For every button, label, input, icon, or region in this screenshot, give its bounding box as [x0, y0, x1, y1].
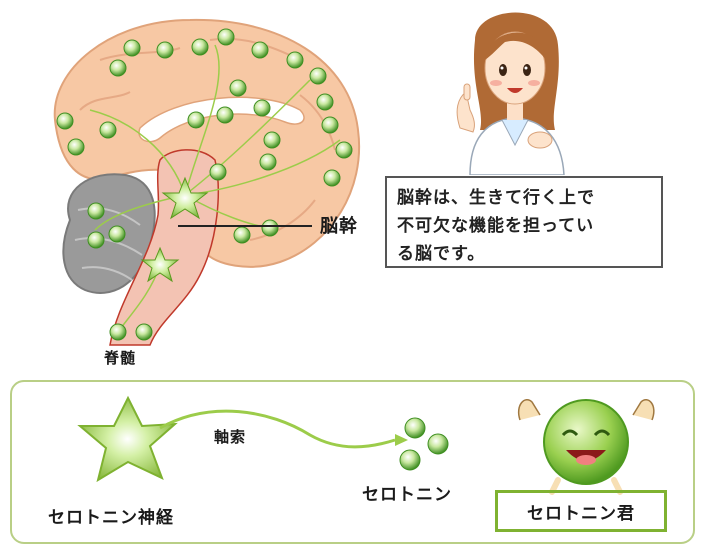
neuron-dot: [316, 93, 334, 111]
neuron-dot: [67, 138, 85, 156]
raphe-star-icon: [140, 246, 180, 283]
neuron-dot: [309, 67, 327, 85]
neuron-dot: [99, 121, 117, 139]
neuron-dot: [109, 59, 127, 77]
neuron-dot: [229, 79, 247, 97]
neuron-dot: [156, 41, 174, 59]
neuron-dot: [108, 225, 126, 243]
serotonin-neuron-star-icon: [77, 395, 178, 483]
spinal-cord-label: 脊髄: [104, 349, 137, 367]
neuron-dot: [187, 111, 205, 129]
neuron-dot: [191, 38, 209, 56]
teacher-illustration: [456, 12, 565, 175]
neuron-dot: [135, 323, 153, 341]
axon-arrow: [159, 409, 396, 449]
neuron-dot: [217, 28, 235, 46]
neuron-dot: [87, 231, 105, 249]
speech-line-1: 脳幹は、生きて行く上で: [397, 188, 595, 208]
neuron-dot: [56, 112, 74, 130]
neuron-dot: [87, 202, 105, 220]
speech-line-2: 不可欠な機能を担ってい: [397, 216, 595, 236]
neuron-dot: [323, 169, 341, 187]
brain-diagram: [53, 18, 361, 346]
neuron-dot: [286, 51, 304, 69]
neuron-dot: [209, 163, 227, 181]
serotonin-pathway-graphic: [77, 395, 655, 495]
neuron-dot: [251, 41, 269, 59]
neuron-dot: [109, 323, 127, 341]
speech-bubble: 脳幹は、生きて行く上で 不可欠な機能を担ってい る脳です。: [385, 176, 663, 268]
serotonin-kun-box: セロトニン君: [495, 490, 667, 532]
neuron-dot: [123, 39, 141, 57]
neuron-dot: [321, 116, 339, 134]
raphe-star-icon: [161, 176, 209, 220]
serotonin-molecule-icon: [399, 417, 449, 471]
neuron-dot: [261, 219, 279, 237]
neuron-dot: [263, 131, 281, 149]
serotonin-neuron-label: セロトニン神経: [48, 508, 174, 528]
neuron-dot: [253, 99, 271, 117]
neuron-dot: [216, 106, 234, 124]
brainstem-label: 脳幹: [320, 216, 358, 237]
neuron-dot: [259, 153, 277, 171]
neuron-dot: [233, 226, 251, 244]
serotonin-kun-mascot-icon: [518, 399, 655, 495]
neuron-dot: [335, 141, 353, 159]
serotonin-label: セロトニン: [362, 485, 452, 505]
serotonin-kun-label: セロトニン君: [527, 503, 635, 524]
axon-label: 軸索: [214, 428, 247, 446]
speech-line-3: る脳です。: [397, 244, 486, 264]
